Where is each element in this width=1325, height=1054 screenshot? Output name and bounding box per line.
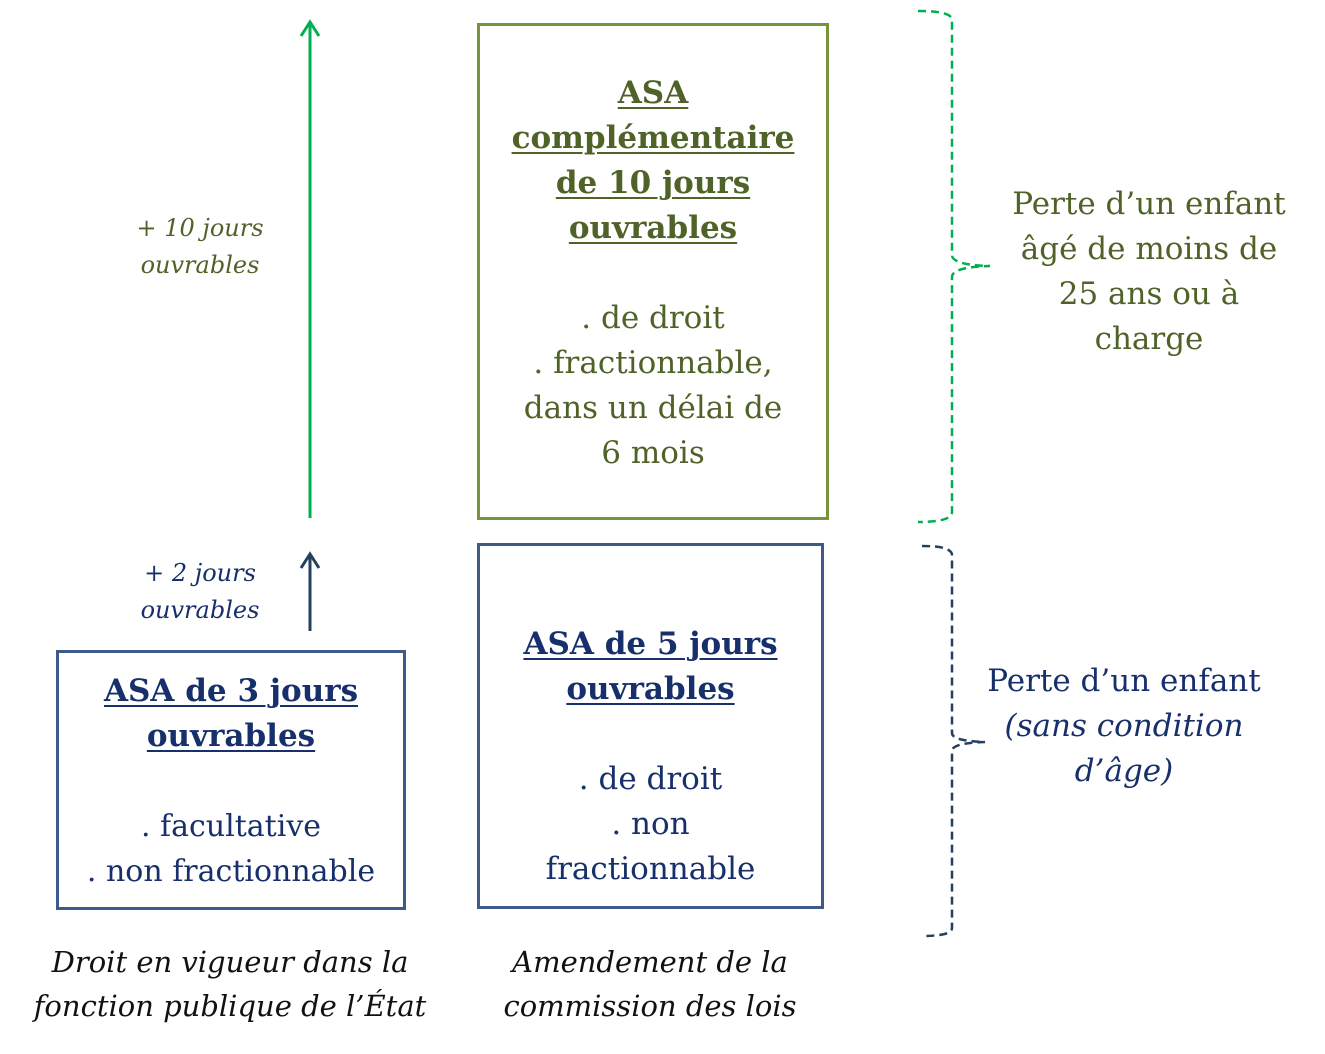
top-brace-description: Perte d’un enfant âgé de moins de 25 ans… (990, 182, 1308, 362)
desc-line: d’âge) (1074, 753, 1174, 789)
label-line: + 10 jours (136, 214, 264, 242)
middle-caption: Amendement de la commission des lois (460, 940, 840, 1028)
caption-line: fonction publique de l’État (33, 989, 427, 1023)
title-line: ouvrables (566, 671, 735, 707)
five-days-asa-box: ASA de 5 jours ouvrables . de droit . no… (477, 543, 824, 909)
desc-line: Perte d’un enfant (987, 663, 1261, 699)
box-title: ASA de 3 jours ouvrables (59, 669, 403, 759)
desc-line: 25 ans ou à (1058, 276, 1240, 312)
desc-line: charge (1094, 321, 1204, 357)
title-line: ouvrables (568, 210, 738, 246)
left-caption: Droit en vigueur dans la fonction publiq… (10, 940, 450, 1028)
three-days-asa-box: ASA de 3 jours ouvrables . facultative .… (56, 650, 406, 910)
box-items: . de droit . fractionnable, dans un déla… (480, 296, 826, 476)
caption-line: Droit en vigueur dans la (51, 945, 409, 979)
item: . fractionnable, (533, 345, 773, 381)
label-line: ouvrables (140, 596, 260, 624)
box-title: ASA complémentaire de 10 jours ouvrables (480, 71, 826, 251)
box-title: ASA de 5 jours ouvrables (480, 622, 821, 712)
caption-line: Amendement de la (512, 945, 788, 979)
desc-line: (sans condition (1004, 708, 1244, 744)
box-items: . de droit . non fractionnable (480, 757, 821, 892)
complementary-asa-box: ASA complémentaire de 10 jours ouvrables… (477, 23, 829, 520)
item: . de droit (578, 761, 723, 797)
item: . non fractionnable (86, 854, 376, 889)
title-line: ASA (617, 75, 689, 111)
navy-arrow-icon (299, 551, 321, 631)
green-arrow-icon (299, 19, 321, 518)
caption-line: commission des lois (503, 989, 797, 1023)
item: 6 mois (601, 435, 705, 471)
item: . facultative (140, 809, 322, 844)
title-line: ASA de 3 jours (103, 673, 359, 709)
box-items: . facultative . non fractionnable (59, 804, 403, 894)
navy-brace-icon (921, 544, 986, 938)
green-brace-icon (917, 9, 991, 524)
item: fractionnable (545, 851, 756, 887)
bottom-increment-label: + 2 jours ouvrables (110, 555, 290, 629)
item: . non (611, 806, 690, 842)
desc-line: Perte d’un enfant (1012, 186, 1286, 222)
label-line: + 2 jours (144, 559, 256, 587)
item: . de droit (581, 300, 725, 336)
title-line: complémentaire (511, 120, 795, 156)
title-line: ASA de 5 jours (523, 626, 778, 662)
top-increment-label: + 10 jours ouvrables (110, 210, 290, 284)
title-line: de 10 jours (555, 165, 751, 201)
desc-line: âgé de moins de (1020, 231, 1278, 267)
label-line: ouvrables (140, 251, 260, 279)
item: dans un délai de (523, 390, 783, 426)
bottom-brace-description: Perte d’un enfant (sans condition d’âge) (965, 659, 1283, 794)
title-line: ouvrables (146, 718, 316, 754)
